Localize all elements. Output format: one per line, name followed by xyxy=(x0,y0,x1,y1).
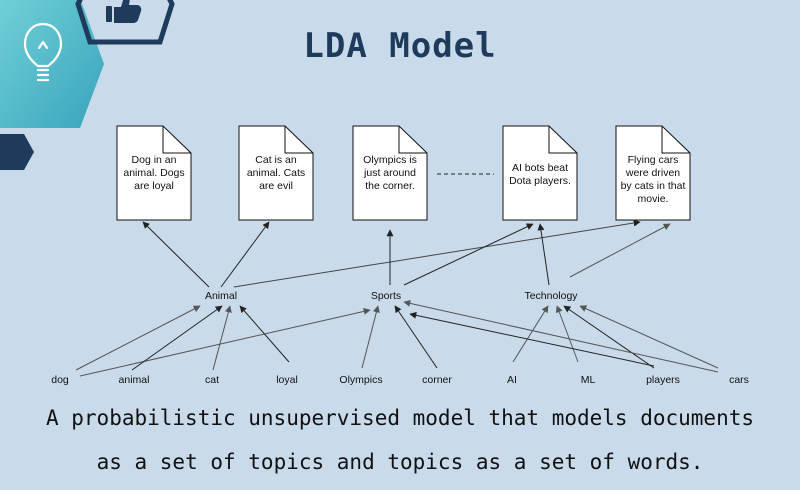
document-3 xyxy=(352,125,428,221)
document-1 xyxy=(116,125,192,221)
word-dog: dog xyxy=(51,374,69,386)
navy-tab-shape xyxy=(0,134,34,170)
topic-document-edges xyxy=(142,219,671,288)
caption-line-2: as a set of topics and topics as a set o… xyxy=(96,450,704,474)
decorative-accents xyxy=(0,0,104,170)
word-ai: AI xyxy=(507,374,517,386)
document-5 xyxy=(615,125,691,221)
word-animal: animal xyxy=(118,374,150,386)
topic-animal: Animal xyxy=(204,290,238,302)
word-cat: cat xyxy=(204,374,220,386)
caption-line-1: A probabilistic unsupervised model that … xyxy=(45,406,754,430)
topic-sports: Sports xyxy=(370,290,402,302)
page-title: LDA Model xyxy=(303,26,497,66)
document-2 xyxy=(238,125,314,221)
thumbs-up-badge xyxy=(75,0,175,45)
word-players: players xyxy=(646,374,680,386)
word-corner: corner xyxy=(422,374,452,386)
word-cars: cars xyxy=(729,374,749,386)
word-loyal: loyal xyxy=(276,374,298,386)
word-ml: ML xyxy=(580,374,596,386)
word-olympics: Olympics xyxy=(339,374,383,386)
document-4 xyxy=(502,125,578,221)
topic-technology: Technology xyxy=(524,290,578,302)
lightbulb-icon xyxy=(23,22,63,82)
thumbs-up-icon xyxy=(106,0,142,23)
word-topic-edges xyxy=(75,299,719,377)
